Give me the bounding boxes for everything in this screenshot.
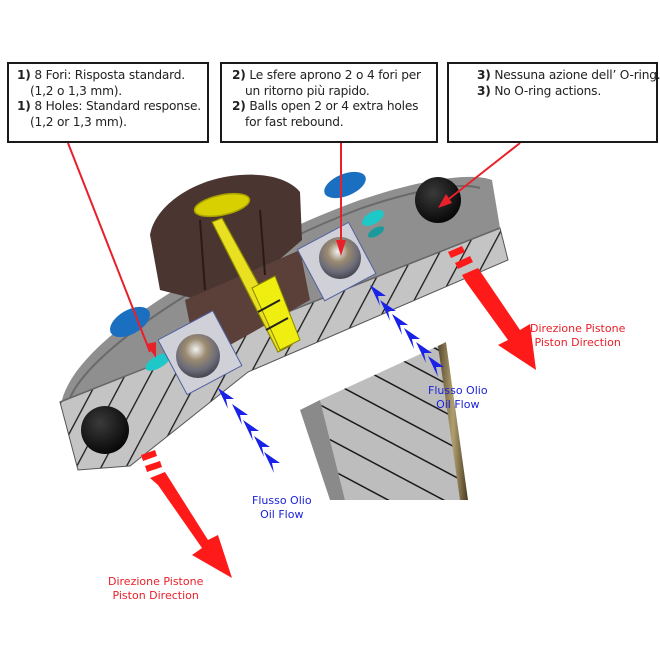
label-it: Direzione Pistone xyxy=(530,322,626,335)
callout-standard-holes: 1) 8 Fori: Risposta standard. (1,2 o 1,3… xyxy=(7,62,209,143)
callout-text-it-cont: (1,2 o 1,3 mm). xyxy=(30,83,122,98)
oil-flow-label-left: Flusso Olio Oil Flow xyxy=(252,494,312,522)
callout-o-ring: 3) Nessuna azione dell’ O-ring. 3) No O-… xyxy=(447,62,660,143)
callout-text-en-cont: (1,2 or 1,3 mm). xyxy=(30,114,127,129)
callout-line: 1) 8 Holes: Standard response. xyxy=(17,99,201,115)
callout-line: 2) Balls open 2 or 4 extra holes xyxy=(232,99,430,115)
callout-text-en: No O-ring actions. xyxy=(494,83,601,98)
piston-direction-arrow-left xyxy=(141,450,232,578)
oil-flow-arrows-left xyxy=(218,388,280,473)
callout-text-it: Nessuna azione dell’ O-ring. xyxy=(494,68,660,82)
callout-number: 3) xyxy=(477,68,491,82)
callout-text-en: 8 Holes: Standard response. xyxy=(34,99,201,113)
label-it: Flusso Olio xyxy=(428,384,488,397)
callout-number: 2) xyxy=(232,68,246,82)
callout-line: 2) Le sfere aprono 2 o 4 fori per xyxy=(232,68,430,84)
oil-ports xyxy=(110,171,385,371)
callout-number: 1) xyxy=(17,99,31,113)
oil-channel xyxy=(211,217,301,353)
label-en: Oil Flow xyxy=(260,508,304,521)
piston-direction-arrow-right xyxy=(448,246,536,370)
piston-direction-label-right: Direzione Pistone Piston Direction xyxy=(530,322,625,350)
callout-text-it: 8 Fori: Risposta standard. xyxy=(34,68,185,82)
label-it: Flusso Olio xyxy=(252,494,312,507)
o-rings xyxy=(81,177,461,454)
callout-line: 1) 8 Fori: Risposta standard. xyxy=(17,68,201,84)
label-en: Piston Direction xyxy=(112,589,199,602)
callout-text-en-cont: for fast rebound. xyxy=(245,114,344,129)
label-en: Oil Flow xyxy=(436,398,480,411)
callout-number: 1) xyxy=(17,68,31,82)
callout-line: 3) No O-ring actions. xyxy=(477,84,650,100)
label-it: Direzione Pistone xyxy=(108,575,204,588)
callout-balls: 2) Le sfere aprono 2 o 4 fori per un rit… xyxy=(220,62,438,143)
piston-rod xyxy=(300,342,468,500)
callout-pointers xyxy=(67,142,521,358)
callout-line: 3) Nessuna azione dell’ O-ring. xyxy=(477,68,660,84)
oil-flow-label-right: Flusso Olio Oil Flow xyxy=(428,384,488,412)
callout-number: 3) xyxy=(477,83,491,98)
callout-number: 2) xyxy=(232,99,246,113)
oil-flow-arrows-right xyxy=(370,285,444,377)
label-en: Piston Direction xyxy=(534,336,621,349)
piston-direction-label-left: Direzione Pistone Piston Direction xyxy=(108,575,203,603)
check-balls xyxy=(157,221,377,396)
callout-text-it-cont: un ritorno più rapido. xyxy=(245,83,370,98)
callout-text-en: Balls open 2 or 4 extra holes xyxy=(249,99,419,113)
callout-text-it: Le sfere aprono 2 o 4 fori per xyxy=(249,68,421,82)
